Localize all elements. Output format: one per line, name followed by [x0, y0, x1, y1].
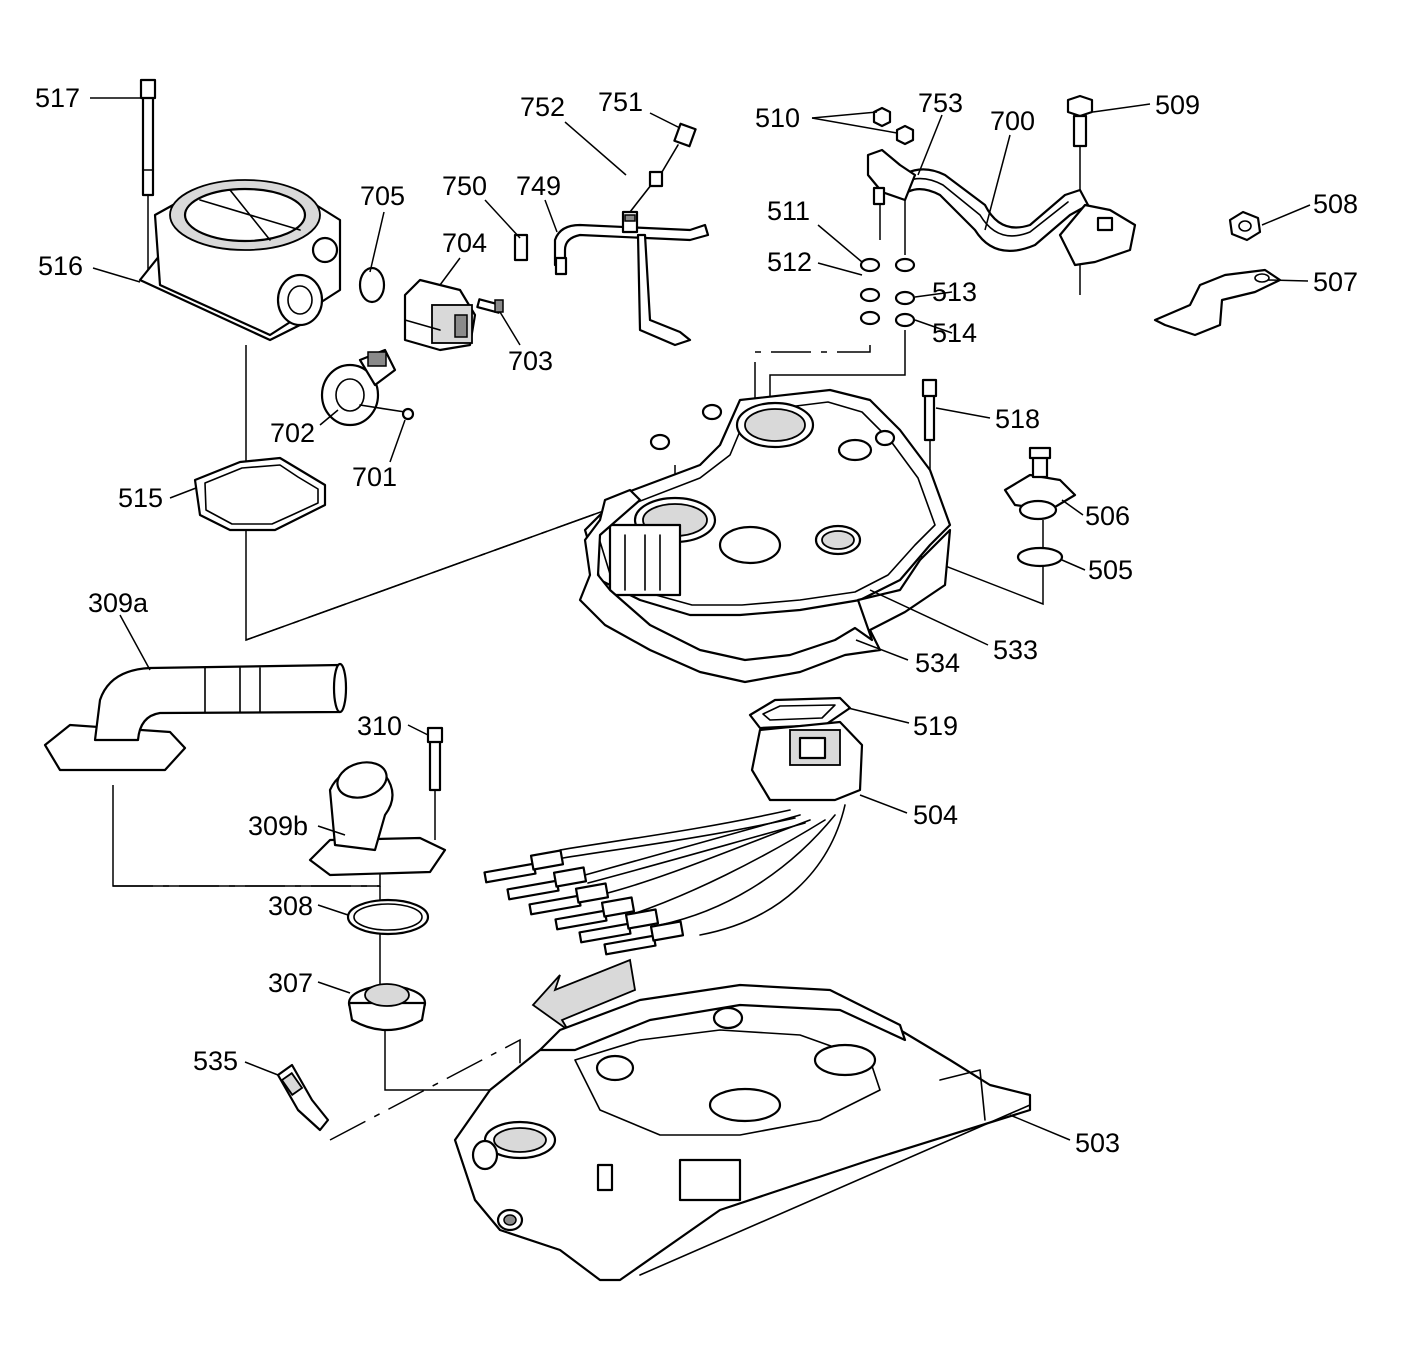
callout-535: 535	[193, 1046, 238, 1076]
callout-705: 705	[360, 181, 405, 211]
callout-517: 517	[35, 83, 80, 113]
nut-508	[1228, 210, 1262, 242]
callout-309a: 309a	[88, 588, 149, 618]
callout-702: 702	[270, 418, 315, 448]
callout-507: 507	[1313, 267, 1358, 297]
callout-751: 751	[598, 87, 643, 117]
bolt-509	[1066, 94, 1094, 148]
callout-518: 518	[995, 404, 1040, 434]
cap-750	[513, 233, 529, 262]
callout-512: 512	[767, 247, 812, 277]
washers-511-514	[859, 200, 916, 328]
o-ring-705	[358, 266, 386, 304]
throttle-body	[138, 179, 342, 342]
callout-515: 515	[118, 483, 163, 513]
callout-509: 509	[1155, 90, 1200, 120]
callout-503: 503	[1075, 1128, 1120, 1158]
callout-504: 504	[913, 800, 958, 830]
gasket-515	[193, 456, 327, 532]
callout-505: 505	[1088, 555, 1133, 585]
fuel-injector-assembly-504	[483, 720, 864, 956]
stud-517	[139, 78, 157, 197]
callout-513: 513	[932, 277, 977, 307]
callout-753: 753	[918, 88, 963, 118]
leader-lines	[90, 97, 1311, 1141]
thermostat-307	[347, 983, 427, 1031]
callout-508: 508	[1313, 189, 1358, 219]
lower-intake-manifold-503	[453, 983, 1032, 1282]
fuel-pipe-700	[888, 168, 1137, 267]
cap-751	[661, 122, 697, 173]
iac-valve-704	[403, 278, 477, 352]
callout-309b: 309b	[248, 811, 308, 841]
callout-310: 310	[357, 711, 402, 741]
sensor-506	[1003, 446, 1077, 521]
callout-533: 533	[993, 635, 1038, 665]
callout-703: 703	[508, 346, 553, 376]
callout-308: 308	[268, 891, 313, 921]
callout-506: 506	[1085, 501, 1130, 531]
callout-534: 534	[915, 648, 960, 678]
callout-516: 516	[38, 251, 83, 281]
fitting-752	[621, 170, 664, 234]
o-ring-308	[346, 898, 430, 936]
gasket-534	[578, 488, 952, 684]
upper-intake-manifold-533	[583, 388, 952, 617]
callout-519: 519	[913, 711, 958, 741]
coolant-pipe-309a	[43, 662, 348, 772]
callout-752: 752	[520, 92, 565, 122]
callout-701: 701	[352, 462, 397, 492]
stud-518	[921, 378, 938, 442]
o-ring-505	[1016, 546, 1064, 568]
callout-704: 704	[442, 228, 487, 258]
callout-514: 514	[932, 318, 977, 348]
water-outlet-309b	[308, 761, 447, 877]
screw-701	[359, 404, 415, 421]
callout-750: 750	[442, 171, 487, 201]
stud-310	[426, 726, 444, 840]
callout-labels: 517 516 705 704 703 702 701 750 749 752 …	[35, 83, 1358, 1158]
vacuum-pipe-749	[553, 223, 710, 347]
callout-510: 510	[755, 103, 800, 133]
injectors	[483, 849, 685, 956]
temp-sensor-535	[276, 1063, 330, 1132]
callout-749: 749	[516, 171, 561, 201]
callout-511: 511	[767, 196, 810, 226]
bracket-753	[866, 148, 917, 206]
callout-700: 700	[990, 106, 1035, 136]
tps-sensor-702	[320, 348, 397, 427]
nuts-510	[872, 106, 915, 146]
bracket-507	[1153, 268, 1282, 337]
callout-307: 307	[268, 968, 313, 998]
screw-703	[476, 298, 504, 314]
